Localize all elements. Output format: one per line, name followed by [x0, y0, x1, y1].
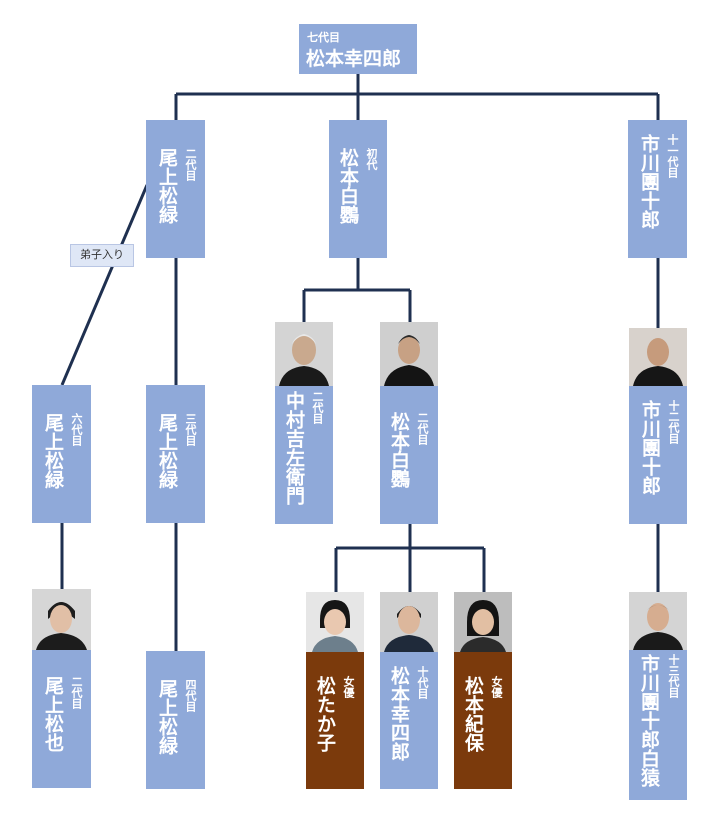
person-photo-icon [275, 322, 333, 386]
person-matsu-takako: 松たか子 女優 [306, 652, 364, 789]
person-name: 尾上松緑 [42, 413, 64, 489]
person-name: 尾上松緑 [156, 679, 178, 755]
root-generation: 七代目 [307, 31, 340, 44]
person-generation: 六代目 [70, 413, 83, 446]
person-name: 松たか子 [314, 676, 336, 752]
person-photo-icon [454, 592, 512, 652]
root-name: 松本幸四郎 [306, 48, 402, 70]
person-matsumoto-hakuo-2: 松本白鸚 二代目 [380, 386, 438, 524]
person-photo-icon [380, 322, 438, 386]
person-generation: 二代目 [311, 391, 324, 424]
person-photo-icon [306, 592, 364, 652]
person-ichikawa-danjuro-11: 市川團十郎 十一代目 [628, 120, 687, 258]
person-name: 市川團十郎 [638, 134, 660, 229]
person-onoe-shoroku-6: 尾上松緑 六代目 [32, 385, 91, 523]
person-generation: 十三代目 [667, 654, 680, 698]
disciple-note: 弟子入り [70, 244, 134, 267]
person-name: 松本白鸚 [388, 412, 410, 488]
person-generation: 二代目 [184, 148, 197, 181]
person-name: 尾上松也 [42, 676, 64, 752]
person-name: 市川團十郎 [639, 400, 661, 495]
person-onoe-shoroku-2: 尾上松緑 二代目 [146, 120, 205, 258]
person-generation: 三代目 [184, 413, 197, 446]
person-generation: 十二代目 [667, 400, 680, 444]
person-generation: 初代 [365, 148, 378, 170]
person-onoe-shoroku-3: 尾上松緑 三代目 [146, 385, 205, 523]
person-photo-icon [629, 328, 687, 386]
person-name: 尾上松緑 [156, 413, 178, 489]
person-generation: 女優 [490, 676, 503, 698]
person-onoe-shoroku-4: 尾上松緑 四代目 [146, 651, 205, 789]
person-generation: 二代目 [416, 412, 429, 445]
person-generation: 十一代目 [666, 134, 679, 178]
portrait-matsumoto-hakuo-2 [380, 322, 438, 386]
person-onoe-shoya-2: 尾上松也 二代目 [32, 650, 91, 788]
person-generation: 二代目 [70, 676, 83, 709]
person-name: 松本白鸚 [337, 148, 359, 224]
person-name: 松本幸四郎 [388, 666, 410, 761]
portrait-onoe-shoya [32, 589, 91, 650]
person-matsumoto-hakuo-1: 松本白鸚 初代 [329, 120, 387, 258]
person-generation: 女優 [342, 676, 355, 698]
person-photo-icon [629, 592, 687, 650]
person-ichikawa-danjuro-12: 市川團十郎 十二代目 [629, 386, 687, 524]
portrait-matsumoto-koshiro [380, 592, 438, 652]
portrait-ichikawa-danjuro-12 [629, 328, 687, 386]
person-name: 中村吉左衛門 [283, 391, 305, 505]
person-name: 松本紀保 [462, 676, 484, 752]
portrait-matsumoto-kiho [454, 592, 512, 652]
person-name: 市川團十郎白猿 [638, 654, 660, 787]
person-nakamura-kichiemon-2: 中村吉左衛門 二代目 [275, 386, 333, 524]
person-photo-icon [380, 592, 438, 652]
person-name: 尾上松緑 [156, 148, 178, 224]
portrait-ichikawa-danjuro-13 [629, 592, 687, 650]
person-matsumoto-koshiro-10: 松本幸四郎 十代目 [380, 652, 438, 789]
person-photo-icon [32, 589, 91, 650]
person-generation: 十代目 [416, 666, 429, 699]
person-matsumoto-kiho: 松本紀保 女優 [454, 652, 512, 789]
portrait-nakamura-kichiemon [275, 322, 333, 386]
root-box: 七代目 松本幸四郎 [299, 24, 417, 74]
person-generation: 四代目 [184, 679, 197, 712]
person-ichikawa-danjuro-13: 市川團十郎白猿 十三代目 [629, 650, 687, 800]
disciple-line [60, 184, 149, 386]
portrait-matsu-takako [306, 592, 364, 652]
